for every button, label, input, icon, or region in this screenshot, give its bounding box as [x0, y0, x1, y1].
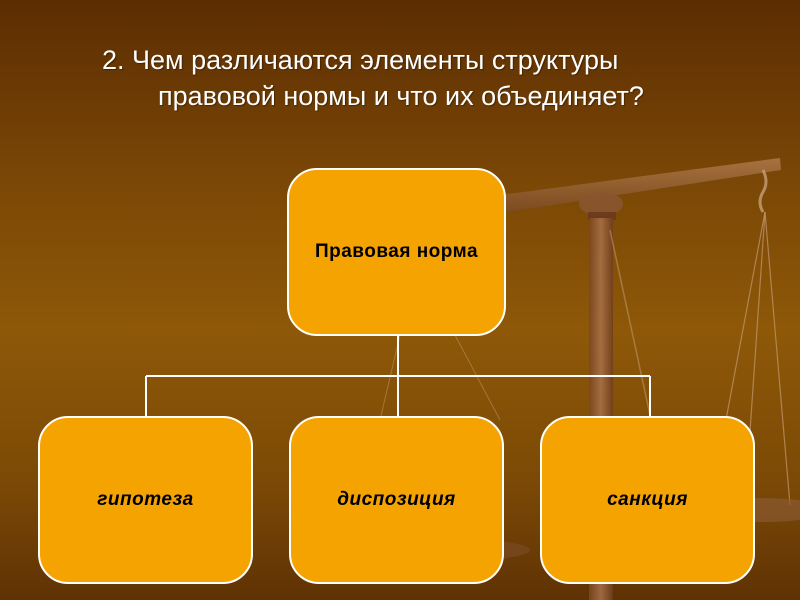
diagram-node-label: санкция	[607, 489, 688, 510]
slide-title: 2. Чем различаются элементы структуры пр…	[60, 42, 760, 114]
slide-title-line2: правовой нормы и что их объединяет?	[158, 81, 644, 111]
slide-title-line1: 2. Чем различаются элементы структуры	[102, 45, 619, 75]
diagram-node-dispozitsiya: диспозиция	[289, 416, 504, 584]
diagram-node-label: диспозиция	[337, 489, 456, 510]
diagram-node-label: гипотеза	[97, 489, 194, 510]
diagram-root-node: Правовая норма	[287, 168, 506, 336]
diagram-node-gipoteza: гипотеза	[38, 416, 253, 584]
diagram-node-sanktsiya: санкция	[540, 416, 755, 584]
diagram-root-label: Правовая норма	[314, 241, 479, 262]
